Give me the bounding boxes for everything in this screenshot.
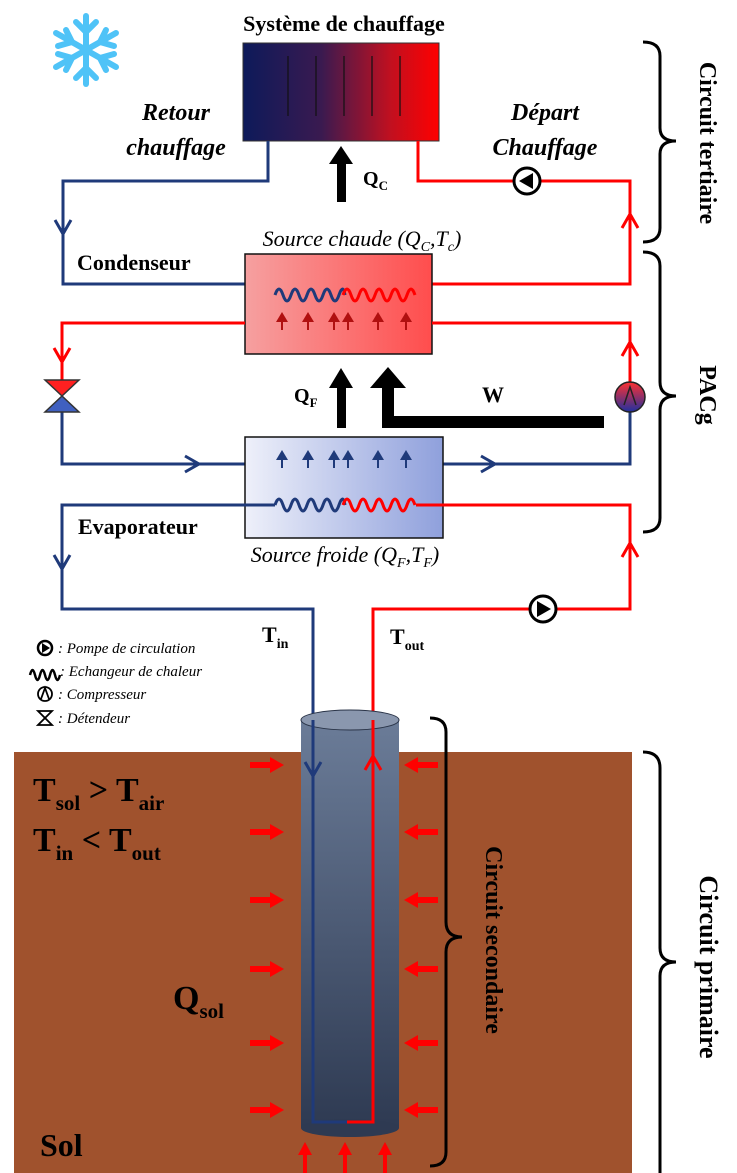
heating-system-box xyxy=(242,42,440,142)
pacg-label: PACg xyxy=(694,365,720,425)
heating-system-title: Système de chauffage xyxy=(243,11,445,36)
tertiary-brace xyxy=(642,40,677,244)
legend-exchanger-text: : Echangeur de chaleur xyxy=(60,664,202,680)
secondary-cold-pipe xyxy=(60,503,315,760)
primary-circuit-label: Circuit primaire xyxy=(694,875,723,1058)
departure-label-2: Chauffage xyxy=(493,135,598,161)
qf-label: QF xyxy=(294,385,318,410)
soil-heat-arrows-left xyxy=(250,757,284,1118)
tertiary-cold-pipe xyxy=(61,141,285,286)
probe-cold-arrow-icon xyxy=(303,761,323,780)
condenser-box xyxy=(244,253,433,355)
qc-arrow xyxy=(329,146,353,202)
legend-compressor-text: : Compresseur xyxy=(58,687,146,703)
departure-label-1: Départ xyxy=(510,100,580,126)
condenser-exchanger-coil xyxy=(273,287,417,303)
legend-expansion-icon xyxy=(35,710,55,726)
evaporator-heat-arrows xyxy=(276,450,412,468)
secondary-cold-arrow-icon xyxy=(52,554,72,573)
tertiary-circuit-label: Circuit tertiaire xyxy=(694,62,720,225)
refrigerant-cold-arrow-icon xyxy=(184,454,203,474)
relation-tin-tout: Tin < Tout xyxy=(33,822,161,865)
secondary-pump-icon xyxy=(528,594,558,624)
legend-expansion-text: : Détendeur xyxy=(58,711,130,727)
cold-source-label: Source froide (QF,TF) xyxy=(251,542,439,571)
probe-hot-arrow-icon xyxy=(363,752,383,771)
return-label-2: chauffage xyxy=(126,135,226,161)
evaporator-box xyxy=(244,436,444,539)
return-label-1: Retour xyxy=(141,100,211,126)
soil-heat-arrows-bottom xyxy=(298,1142,392,1173)
borehole-probe xyxy=(300,709,400,1137)
tin-label: Tin xyxy=(262,622,289,652)
evaporator-label: Evaporateur xyxy=(78,514,198,539)
tertiary-hot-pipe xyxy=(412,141,632,286)
probe-hot-pipe xyxy=(347,720,375,1124)
soil-heat-arrows-right xyxy=(404,757,438,1118)
compressor-icon xyxy=(614,381,646,413)
secondary-brace xyxy=(429,716,463,1168)
hot-source-label: Source chaude (QC,Tc) xyxy=(263,226,462,255)
pacg-brace xyxy=(642,250,677,534)
work-label: W xyxy=(482,382,504,407)
evaporator-exchanger-coil xyxy=(273,497,417,513)
secondary-circuit-label: Circuit secondaire xyxy=(480,846,506,1034)
legend-compressor-icon xyxy=(37,685,53,702)
refrigerant-cold-arrow-right-icon xyxy=(480,454,499,474)
probe-cold-pipe xyxy=(311,720,347,1124)
legend-pump-text: : Pompe de circulation xyxy=(58,641,195,657)
qsol-label: Qsol xyxy=(173,980,224,1023)
snowflake-icon xyxy=(53,13,119,87)
legend-pump-icon xyxy=(36,639,54,657)
secondary-hot-pipe xyxy=(371,503,632,760)
condenser-label: Condenseur xyxy=(77,250,191,275)
sol-label: Sol xyxy=(40,1127,83,1163)
work-arrow xyxy=(370,367,604,428)
tout-label: Tout xyxy=(390,624,424,654)
qf-arrow xyxy=(329,368,353,428)
tertiary-hot-arrow-icon xyxy=(620,210,640,229)
legend: : Pompe de circulation : Echangeur de ch… xyxy=(28,639,202,727)
condenser-heat-arrows xyxy=(276,312,412,330)
tertiary-cold-arrow-icon xyxy=(53,219,73,238)
refrigerant-hot-arrow-right-icon xyxy=(620,338,640,357)
expansion-valve-icon xyxy=(43,379,81,413)
primary-brace xyxy=(642,750,677,1173)
legend-exchanger-icon xyxy=(28,668,62,682)
qc-label: QC xyxy=(363,168,388,193)
secondary-hot-arrow-icon xyxy=(620,539,640,558)
relation-tsol-tair: Tsol > Tair xyxy=(33,772,164,815)
refrigerant-hot-arrow-icon xyxy=(52,347,72,366)
tertiary-pump-icon xyxy=(512,166,542,196)
